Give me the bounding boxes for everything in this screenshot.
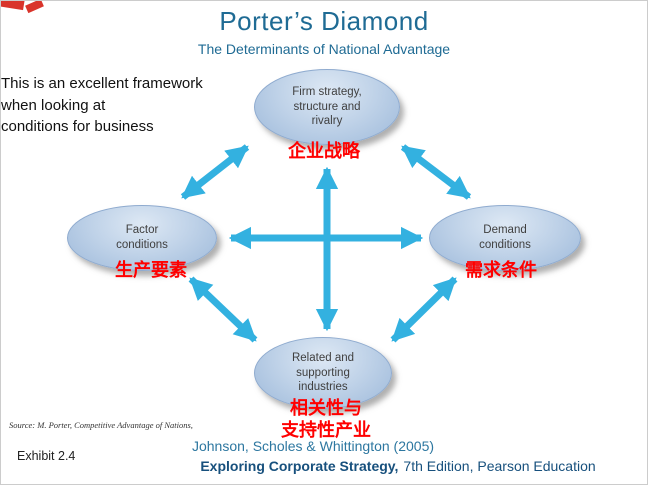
exhibit-label: Exhibit 2.4 [17,449,76,463]
node-firm-strategy: Firm strategy, structure and rivalry [254,69,400,145]
cn-label-firm-strategy: 企业战略 [288,141,360,161]
arrow-right-bottom [390,276,458,343]
credit-line-book: Exploring Corporate Strategy,7th Edition… [200,458,595,474]
cn-label-factor-conditions: 生产要素 [115,260,187,280]
cn-label-related-industries: 相关性与 支持性产业 [241,397,411,441]
node-demand-conditions: Demand conditions [429,205,581,271]
arrow-top-right [400,144,472,200]
page-subtitle: The Determinants of National Advantage [197,41,451,57]
intro-line: This is an excellent framework [1,75,203,92]
source-text: Source: M. Porter, Competitive Advantage… [9,420,193,430]
node-firm-strategy-label: Firm strategy, structure and rivalry [292,85,362,128]
intro-text: This is an excellent framework when look… [1,73,231,138]
node-related-industries: Related and supporting industries [254,337,392,409]
node-related-industries-label: Related and supporting industries [291,351,355,394]
credit-book-title: Exploring Corporate Strategy, [200,458,399,474]
arrow-left-bottom [188,276,258,343]
node-demand-conditions-label: Demand conditions [479,224,531,251]
credit-line-authors: Johnson, Scholes & Whittington (2005) [191,438,435,454]
node-factor-conditions-label: Factor conditions [116,224,168,251]
cn-label-line: 支持性产业 [281,420,371,440]
page-title: Porter’s Diamond [219,6,429,36]
node-factor-conditions: Factor conditions [67,205,217,271]
arrow-top-left [180,144,250,200]
cn-label-line: 相关性与 [290,398,362,418]
cn-label-demand-conditions: 需求条件 [465,260,537,280]
intro-line: when looking at [1,96,106,114]
intro-line: conditions for business [1,118,154,135]
credit-book-edition: 7th Edition, Pearson Education [403,458,596,474]
